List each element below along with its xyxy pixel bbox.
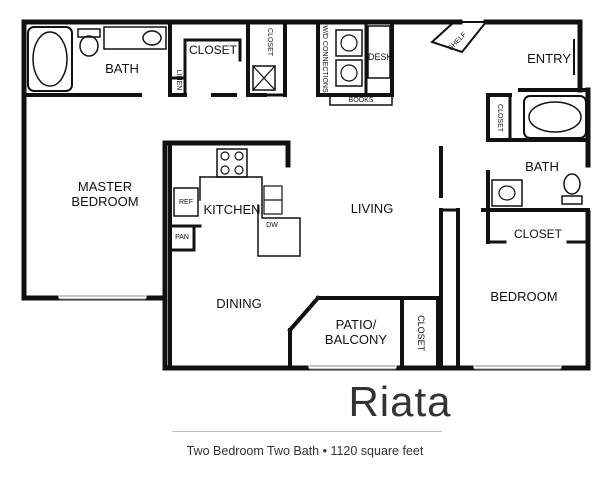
refrigerator [173, 187, 199, 217]
room-label-books: BOOKS [348, 97, 374, 104]
room-label-patio: PATIO/ BALCONY [318, 317, 394, 348]
room-label-master-bedroom: MASTER BEDROOM [60, 179, 150, 210]
master-line-2: BEDROOM [71, 193, 139, 209]
vanity-2 [491, 179, 523, 207]
room-label-ref: REF [179, 199, 193, 206]
bookshelf [329, 95, 393, 106]
room-label-kitchen: KITCHEN [203, 202, 261, 217]
plan-description: Two Bedroom Two Bath • 1120 square feet [186, 444, 424, 458]
room-label-wd: W/D CONNECTIONS [321, 25, 329, 93]
room-label-dining: DINING [216, 296, 262, 311]
room-label-dw: DW [266, 222, 278, 229]
room-label-master-bath: BATH [105, 61, 139, 76]
room-label-closet-top: CLOSET [188, 43, 237, 57]
master-line-1: MASTER [77, 179, 133, 194]
washer-drum [340, 34, 358, 52]
dryer-drum [340, 64, 358, 82]
room-label-closet-bath2: CLOSET [496, 104, 504, 133]
room-label-living: LIVING [350, 201, 394, 216]
sink [142, 30, 162, 46]
washer [335, 29, 363, 57]
dryer [335, 59, 363, 87]
room-label-bedroom: BEDROOM [490, 289, 558, 304]
room-label-linen: LINEN [175, 69, 183, 91]
room-label-bath2: BATH [525, 159, 559, 174]
patio-wall [287, 295, 321, 333]
desk [367, 25, 391, 79]
vanity [103, 26, 167, 50]
toilet-bowl [79, 35, 99, 57]
bathtub [27, 26, 73, 92]
room-label-desk: DESK [368, 52, 393, 62]
plan-title: Riata [348, 378, 452, 425]
toilet-tank [77, 28, 101, 38]
divider [172, 431, 442, 432]
bathtub-basin [32, 31, 68, 87]
patio-line-1: PATIO/ [335, 317, 377, 332]
shelf [430, 21, 489, 54]
toilet-tank-2 [561, 195, 583, 205]
patio-line-2: BALCONY [324, 331, 388, 347]
room-label-closet-small: CLOSET [266, 28, 274, 57]
room-label-closet-bedroom: CLOSET [513, 227, 562, 241]
room-label-closet-patio: CLOSET [416, 315, 427, 352]
room-label-pan: PAN [175, 234, 189, 241]
room-label-entry: ENTRY [527, 51, 571, 66]
water-heater [252, 65, 276, 91]
counter [199, 176, 301, 257]
bathtub-2 [523, 95, 587, 139]
